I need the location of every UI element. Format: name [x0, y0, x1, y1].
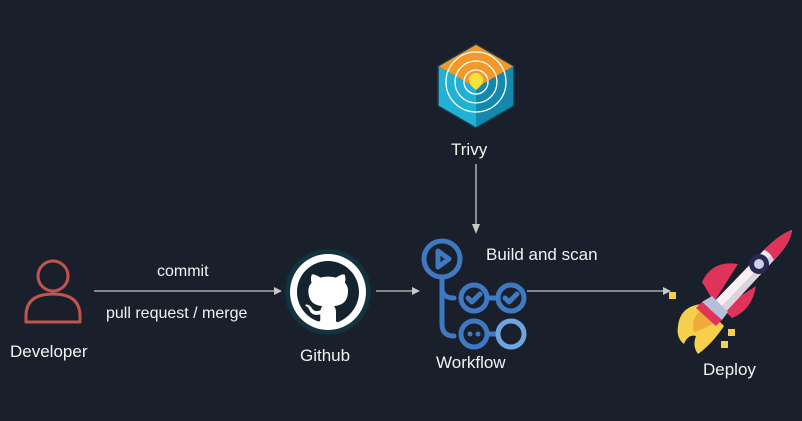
trivy-label: Trivy	[451, 140, 488, 159]
workflow-icon	[421, 238, 527, 350]
trivy-to-workflow-arrow	[472, 164, 480, 234]
commit-label: commit	[157, 263, 209, 280]
build-and-scan-label: Build and scan	[486, 245, 598, 264]
pull-request-merge-label: pull request / merge	[106, 305, 248, 322]
github-to-workflow-arrow	[376, 287, 420, 295]
workflow-label: Workflow	[436, 353, 506, 372]
workflow-to-deploy-arrow	[527, 287, 671, 295]
developer-label: Developer	[10, 342, 88, 361]
github-icon	[285, 249, 371, 335]
github-label: Github	[300, 346, 351, 365]
developer-user-icon	[24, 259, 82, 324]
trivy-icon	[437, 43, 515, 129]
rocket-icon	[669, 230, 792, 354]
deploy-label: Deploy	[703, 360, 756, 379]
dev-to-github-arrow	[94, 287, 282, 295]
